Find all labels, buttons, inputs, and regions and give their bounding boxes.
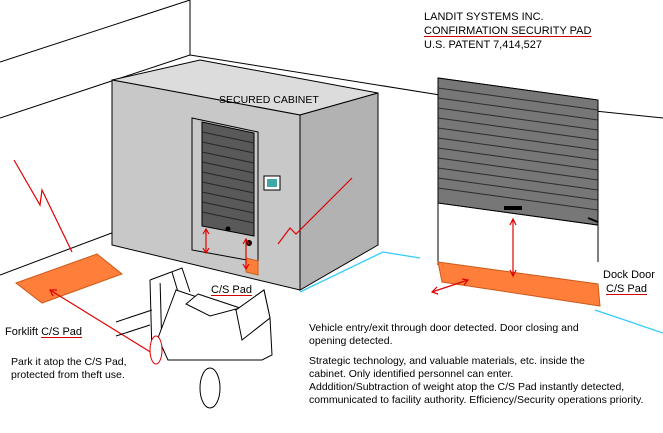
forklift-pad-label: Forklift C/S Pad	[5, 326, 82, 339]
cabinet-pad-label: C/S Pad	[211, 284, 252, 297]
dock-door	[438, 78, 598, 265]
forklift-rear-wheel	[200, 368, 220, 408]
forklift-front-wheel	[150, 336, 162, 364]
forklift-pad-label-pad: C/S Pad	[41, 326, 82, 338]
cabinet-label: SECURED CABINET	[219, 94, 319, 107]
forklift-cs-pad	[16, 254, 122, 303]
dock-door-handle	[504, 206, 522, 210]
keypad-panel	[264, 176, 280, 190]
forklift-note: Park it atop the C/S Pad, protected from…	[11, 356, 127, 382]
patent-number: U.S. PATENT 7,414,527	[424, 39, 542, 52]
company-name: LANDIT SYSTEMS INC.	[424, 11, 544, 24]
dock-door-label: Dock Door	[603, 269, 655, 282]
dock-pad-label: C/S Pad	[606, 283, 647, 296]
product-name: CONFIRMATION SECURITY PAD	[424, 25, 591, 38]
vehicle-note: Vehicle entry/exit through door detected…	[309, 322, 579, 348]
door-handle	[226, 227, 231, 232]
strategic-note: Strategic technology, and valuable mater…	[309, 355, 643, 407]
forklift-signal-line	[50, 290, 152, 353]
dock-cs-pad	[438, 262, 600, 306]
